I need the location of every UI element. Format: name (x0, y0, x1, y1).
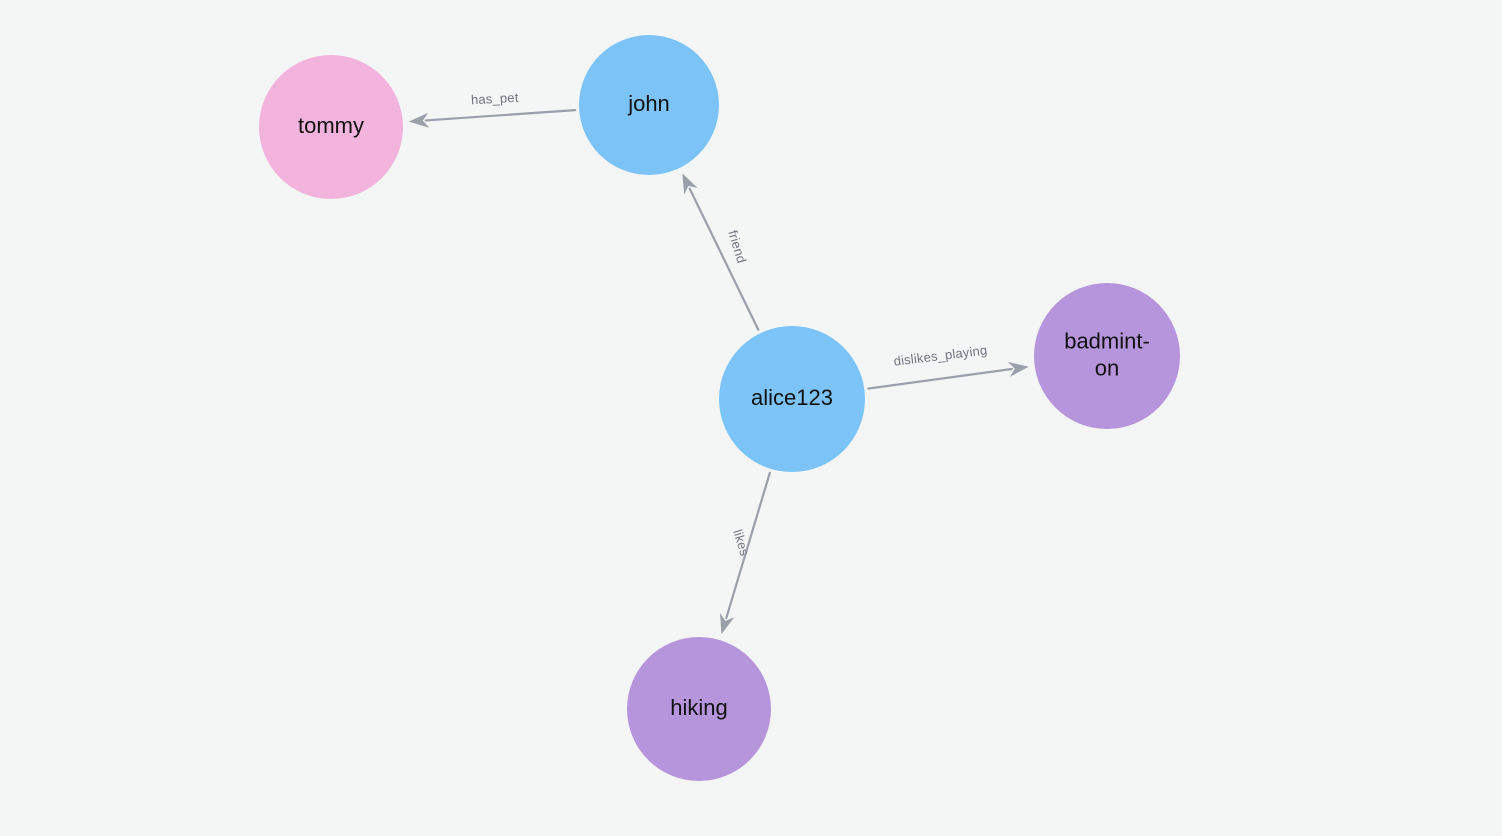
node-label: badmint- (1064, 328, 1150, 353)
node-label: alice123 (751, 385, 833, 410)
edge-label: friend (725, 228, 749, 265)
edge-line (424, 109, 577, 122)
graph-node-badminton[interactable]: badmint-on (1034, 283, 1180, 429)
edge-line (867, 367, 1013, 390)
node-circle[interactable] (627, 637, 771, 781)
node-label: tommy (298, 113, 364, 138)
node-label: john (627, 91, 670, 116)
graph-edge[interactable]: has_pet (408, 90, 577, 128)
node-circle[interactable] (579, 35, 719, 175)
edge-label: dislikes_playing (893, 342, 988, 368)
graph-edge[interactable]: dislikes_playing (867, 342, 1029, 390)
graph-node-alice123[interactable]: alice123 (719, 326, 865, 472)
graph-node-hiking[interactable]: hiking (627, 637, 771, 781)
edge-arrowhead (719, 612, 735, 635)
graph-node-tommy[interactable]: tommy (259, 55, 403, 199)
graph-edge[interactable]: likes (719, 471, 771, 635)
edge-label: has_pet (471, 90, 520, 107)
node-label: on (1095, 355, 1119, 380)
edge-arrowhead (682, 173, 698, 195)
edge-line (688, 187, 760, 331)
node-circle[interactable] (719, 326, 865, 472)
nodes-layer: tommy john alice123 badmint-on hiking (259, 35, 1180, 781)
node-label: hiking (670, 695, 727, 720)
node-circle[interactable] (1034, 283, 1180, 429)
graph-node-john[interactable]: john (579, 35, 719, 175)
edge-arrowhead (408, 112, 430, 128)
node-circle[interactable] (259, 55, 403, 199)
edge-arrowhead (1007, 361, 1029, 377)
edge-line (725, 471, 771, 620)
edge-label: likes (730, 528, 752, 558)
graph-edge[interactable]: friend (682, 173, 760, 331)
